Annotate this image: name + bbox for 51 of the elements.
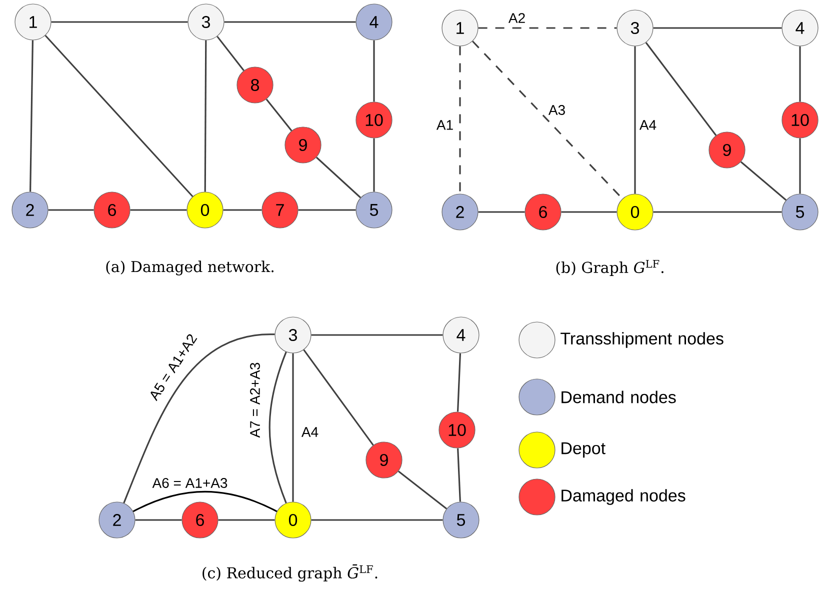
connector-line — [478, 27, 617, 29]
legend-label: Depot — [562, 442, 606, 458]
connector-line — [799, 46, 801, 102]
connector-line — [645, 42, 717, 136]
connector-line — [123, 334, 275, 504]
connector-line — [311, 519, 443, 521]
connector-line — [311, 334, 443, 336]
connector-line — [398, 470, 448, 510]
edge-label: A7 = A2+A3 — [249, 361, 261, 439]
edge-label: A3 — [547, 104, 567, 116]
connector-line — [30, 40, 34, 192]
connector-line — [51, 21, 188, 23]
edge-label: A4 — [638, 119, 658, 131]
caption: (c) Reduced graph Ḡ$^{LF}$. — [202, 564, 378, 582]
connector-line — [561, 211, 617, 213]
connector-line — [292, 353, 294, 502]
connector-line — [130, 209, 187, 211]
connector-line — [218, 519, 275, 521]
connector-line — [457, 448, 461, 502]
connector-line — [799, 138, 801, 194]
legend-label: Damaged nodes — [562, 489, 686, 505]
legend-label: Demand nodes — [562, 390, 676, 404]
edge-label: A2 — [507, 12, 527, 24]
connector-line — [298, 209, 356, 211]
connector-line — [224, 21, 356, 23]
connector-line — [653, 27, 782, 29]
caption: (a) Damaged network. — [106, 260, 274, 276]
connector-line — [132, 490, 278, 512]
caption: (b) Graph G$^{LF}$. — [556, 260, 664, 276]
connector-line — [373, 138, 375, 192]
connector-line — [204, 40, 207, 192]
connector-line — [740, 161, 787, 201]
edge-label: A4 — [300, 426, 320, 438]
connector-line — [266, 98, 292, 132]
connector-line — [44, 34, 194, 198]
connector-line — [48, 209, 94, 211]
connector-line — [373, 40, 375, 102]
legend-label: Transshipment nodes — [560, 332, 724, 348]
connector-line — [223, 209, 262, 211]
connector-line — [268, 352, 287, 504]
connector-line — [634, 46, 636, 194]
connector-line — [135, 519, 182, 521]
connector-line — [316, 156, 362, 198]
edge-label: A6 = A1+A3 — [151, 477, 229, 489]
connector-line — [456, 353, 462, 412]
connector-line — [216, 36, 244, 72]
connector-line — [459, 46, 461, 194]
edge-label: A1 — [435, 119, 455, 131]
connector-line — [478, 211, 525, 213]
connector-line — [303, 349, 374, 446]
connector-line — [653, 211, 782, 213]
